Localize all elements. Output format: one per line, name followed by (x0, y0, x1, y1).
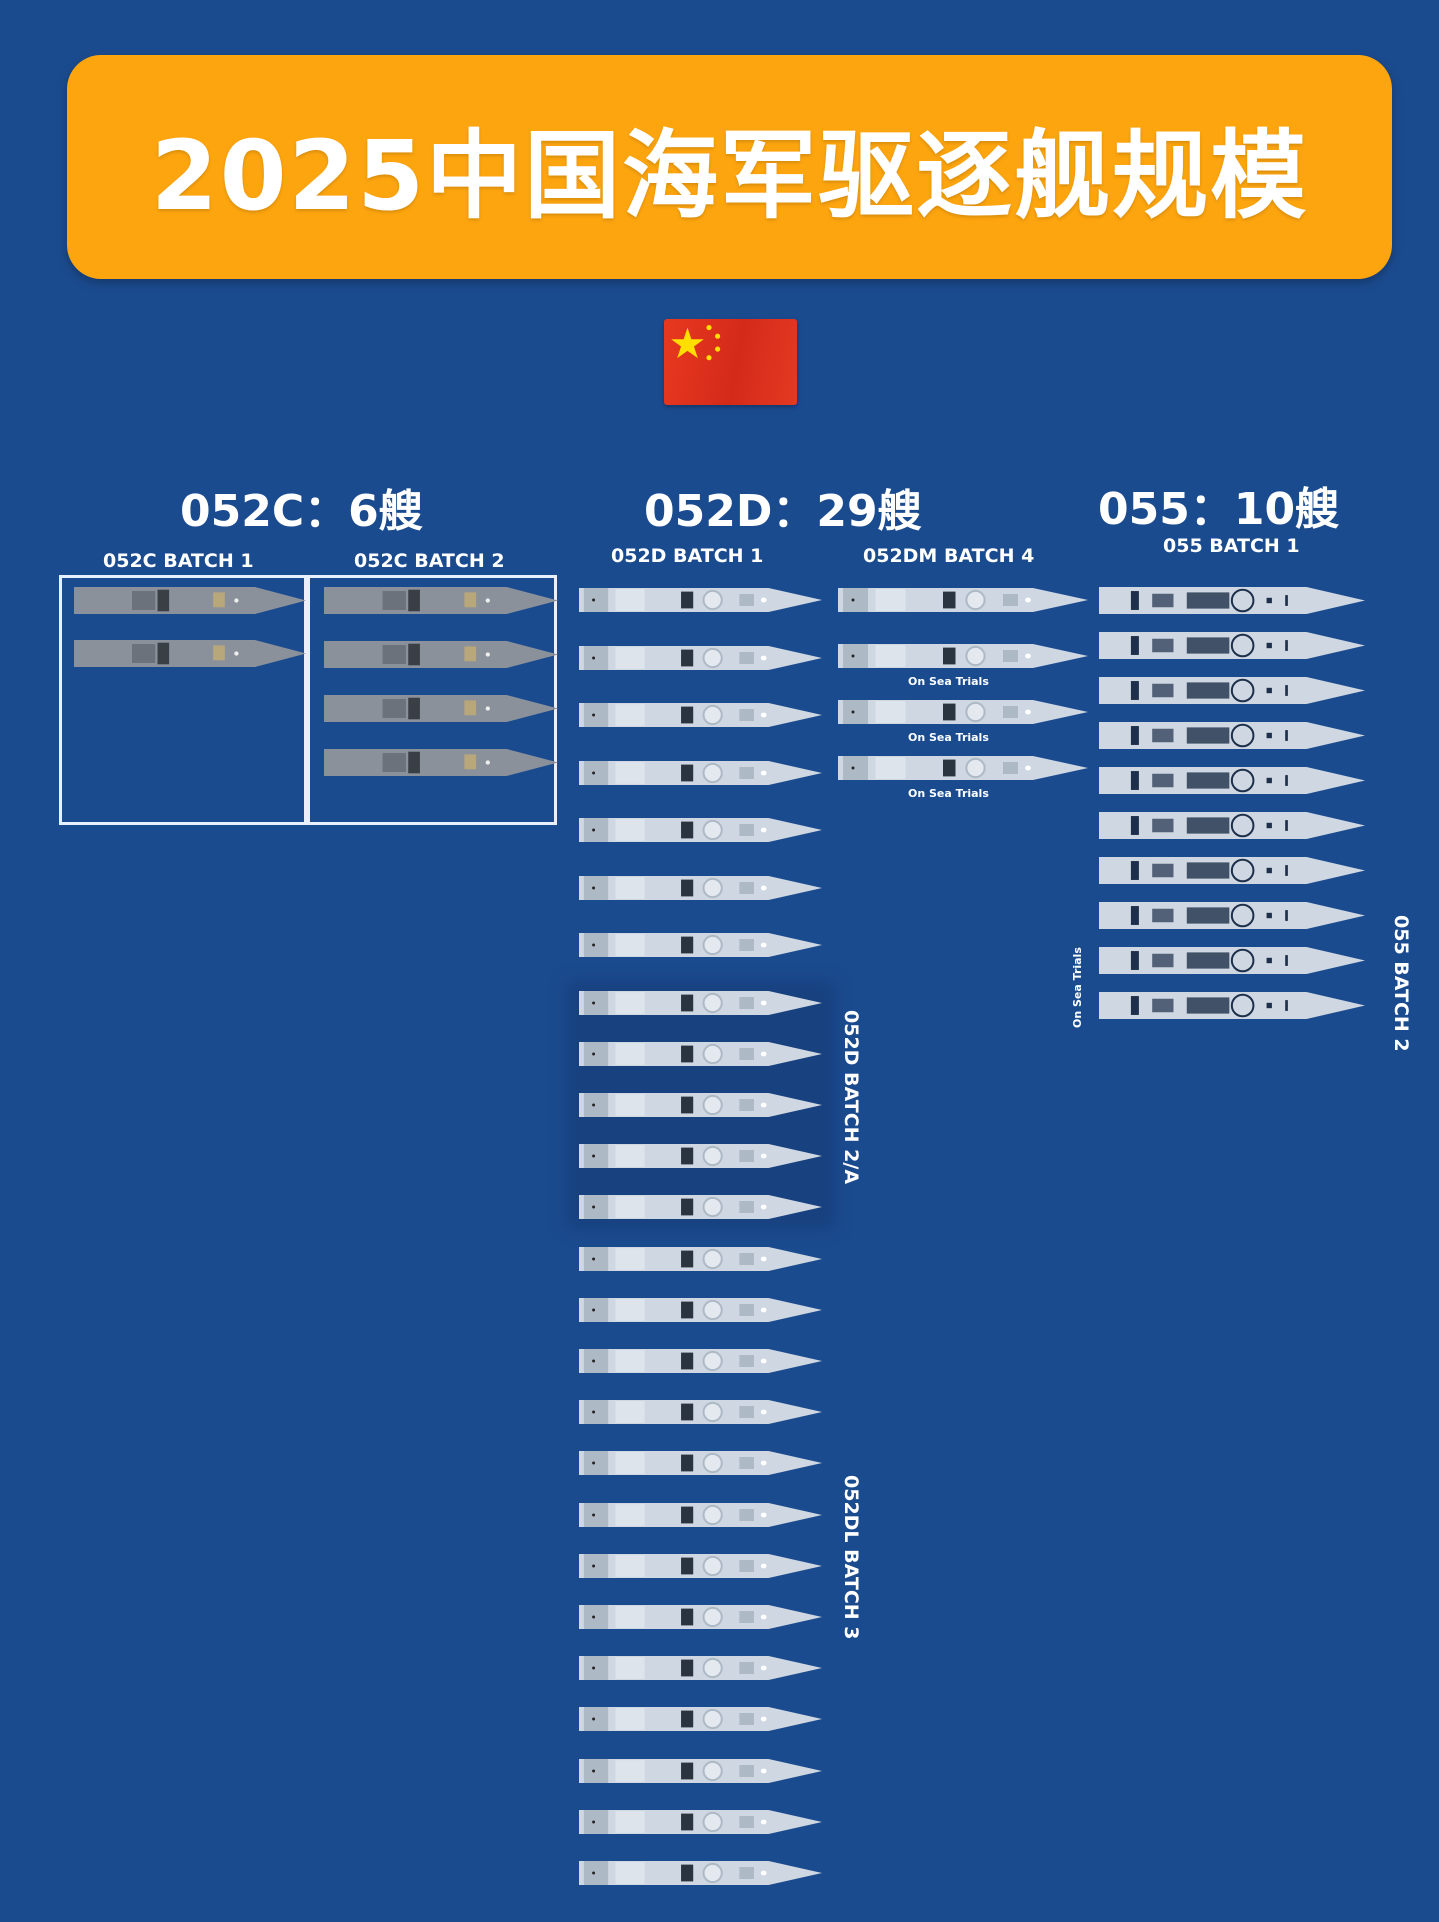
052d-ship (579, 1758, 822, 1783)
label-055-batch-2: 055 BATCH 2 (1390, 915, 1412, 1052)
052d-ship (579, 1502, 822, 1527)
052c-ship (324, 587, 558, 614)
label-052d-batch-2a: 052D BATCH 2/A (840, 1010, 862, 1185)
055-ship (1099, 902, 1365, 929)
052dm-ship (838, 588, 1088, 612)
052d-ship (579, 645, 822, 670)
055-ship (1099, 812, 1365, 839)
heading-055: 055：10艘 (1098, 484, 1340, 535)
052d-ship (579, 1400, 822, 1425)
052d-ship (579, 1246, 822, 1271)
052d-ship (579, 1809, 822, 1834)
052c-ship (324, 695, 558, 722)
label-052c-batch-1: 052C BATCH 1 (103, 550, 254, 572)
052c-ship (74, 587, 306, 614)
052d-ship (579, 1604, 822, 1629)
052d-ship (579, 1195, 822, 1220)
label-052d-batch-1: 052D BATCH 1 (611, 545, 764, 567)
052c-group-box (59, 575, 557, 825)
055-ship (1099, 677, 1365, 704)
055-ship (1099, 722, 1365, 749)
heading-052d: 052D：29艘 (644, 486, 922, 537)
page-title: 2025中国海军驱逐舰规模 (150, 119, 1309, 232)
052dm-ship (838, 700, 1088, 724)
055-ship (1099, 857, 1365, 884)
052d-ship (579, 1092, 822, 1117)
052c-ship (324, 749, 558, 776)
052d-ship (579, 1707, 822, 1732)
052d-ship (579, 875, 822, 900)
052d-ship (579, 760, 822, 785)
052d-ship (579, 1860, 822, 1885)
china-flag-icon (664, 319, 797, 405)
055-ship (1099, 947, 1365, 974)
heading-052c: 052C：6艘 (180, 486, 423, 537)
052d-ship (579, 990, 822, 1015)
label-052dl-batch-3: 052DL BATCH 3 (840, 1475, 862, 1640)
052dm-ship (838, 644, 1088, 668)
052d-ship (579, 818, 822, 842)
052d-ship (579, 1041, 822, 1066)
052d-ship (579, 1553, 822, 1578)
055-ship (1099, 767, 1365, 794)
052c-ship (74, 640, 306, 667)
052dm-ship (838, 756, 1088, 780)
note-052dm-sea-trials-3: On Sea Trials (908, 787, 989, 800)
052c-ship (324, 641, 558, 668)
note-052dm-sea-trials-1: On Sea Trials (908, 675, 989, 688)
052d-ship (579, 1144, 822, 1169)
label-055-batch-1: 055 BATCH 1 (1163, 535, 1300, 557)
052d-ship (579, 933, 822, 957)
batch-divider (304, 578, 310, 822)
055-ship (1099, 587, 1365, 614)
052d-ship (579, 588, 822, 612)
label-052dm-batch-4: 052DM BATCH 4 (863, 545, 1035, 567)
note-055-sea-trials: On Sea Trials (1071, 947, 1084, 1028)
055-ship (1099, 632, 1365, 659)
052d-ship (579, 1297, 822, 1322)
label-052c-batch-2: 052C BATCH 2 (354, 550, 505, 572)
note-052dm-sea-trials-2: On Sea Trials (908, 731, 989, 744)
title-banner: 2025中国海军驱逐舰规模 (67, 55, 1392, 279)
052d-ship (579, 1348, 822, 1373)
055-ship (1099, 992, 1365, 1019)
052d-ship (579, 1451, 822, 1476)
052d-ship (579, 703, 822, 727)
052d-ship (579, 1656, 822, 1681)
